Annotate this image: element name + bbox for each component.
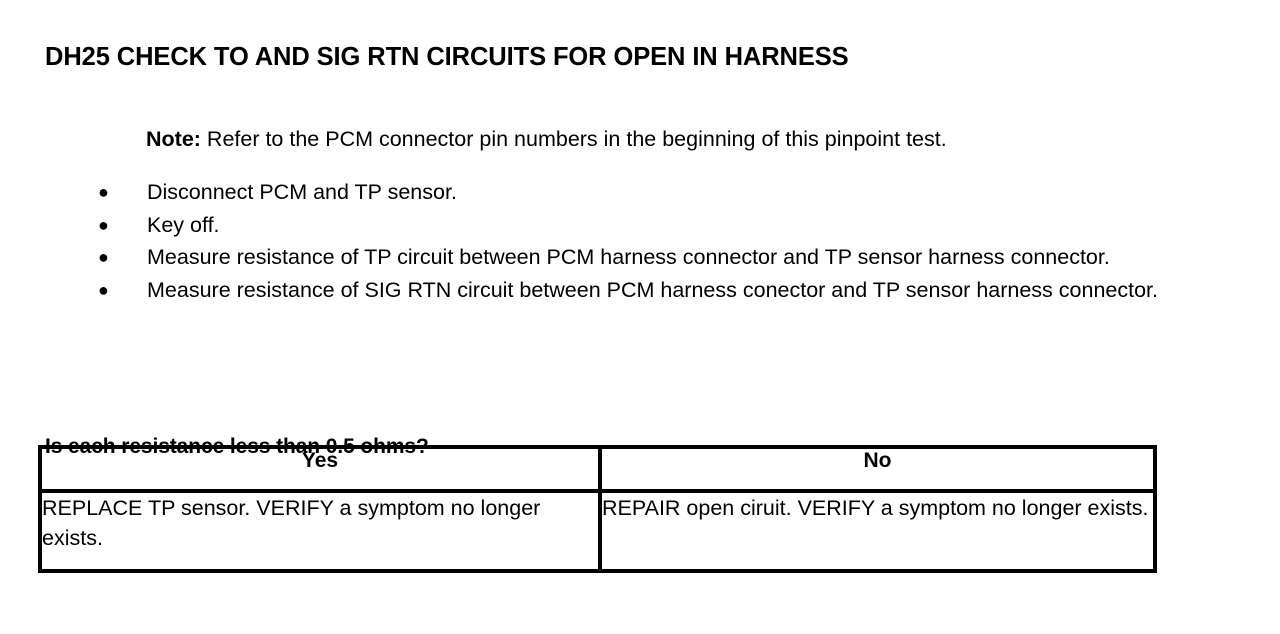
list-item: ● Key off. [45,209,1235,242]
procedure-step-list: ● Disconnect PCM and TP sensor. ● Key of… [45,176,1235,306]
list-item: ● Disconnect PCM and TP sensor. [45,176,1235,209]
list-item-label: Disconnect PCM and TP sensor. [147,180,457,204]
note-label: Note: [146,126,201,151]
table-header-no: No [598,445,1157,493]
bullet-icon: ● [98,182,109,202]
table-header-row: Yes No [38,445,1157,493]
list-item: ● Measure resistance of SIG RTN circuit … [45,274,1235,307]
table-cell-yes-action: REPLACE TP sensor. VERIFY a symptom no l… [38,489,602,573]
table-row: REPLACE TP sensor. VERIFY a symptom no l… [38,489,1157,573]
bullet-icon: ● [98,247,109,267]
list-item: ● Measure resistance of TP circuit betwe… [45,241,1235,274]
bullet-icon: ● [98,279,109,300]
bullet-icon: ● [98,214,109,235]
note-text: Refer to the PCM connector pin numbers i… [200,126,947,151]
list-item-label: Key off. [147,212,220,237]
table-cell-no-action: REPAIR open ciruit. VERIFY a symptom no … [598,489,1157,573]
table-header-yes: Yes [38,445,602,493]
list-item-label: Measure resistance of TP circuit between… [147,245,1110,269]
note-line: Note: Refer to the PCM connector pin num… [146,126,947,153]
page-title: DH25 CHECK TO AND SIG RTN CIRCUITS FOR O… [45,43,849,72]
decision-table: Yes No REPLACE TP sensor. VERIFY a sympt… [38,445,1157,573]
list-item-label: Measure resistance of SIG RTN circuit be… [147,277,1158,302]
